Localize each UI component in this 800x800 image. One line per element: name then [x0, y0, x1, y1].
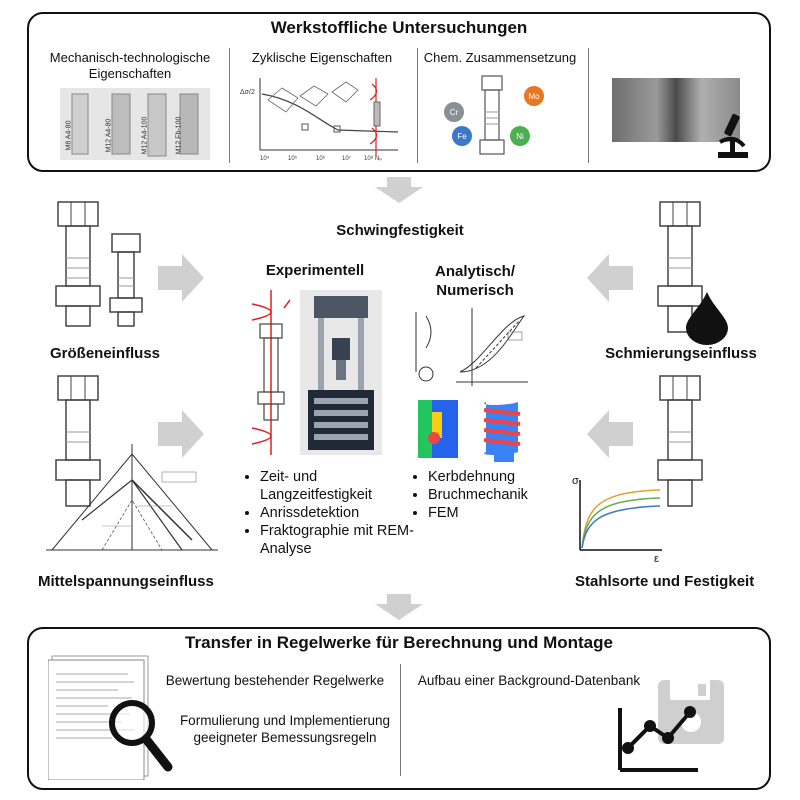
bolt-specimens-drawing — [71, 93, 199, 157]
experimental-bolt-graphic — [251, 290, 291, 455]
divider — [417, 48, 418, 163]
chemical-composition-graphic: Cr Mo Fe Ni — [444, 75, 544, 155]
left-arrow-icon — [587, 410, 633, 458]
strain-axis-label: ε — [654, 553, 659, 562]
analytical-title: Analytisch/ Numerisch — [434, 263, 516, 299]
oil-drop-icon — [686, 292, 728, 345]
size-influence-label: Größeneinfluss — [49, 345, 161, 362]
evaluate-standards-text: Bewertung bestehender Regelwerke — [165, 673, 385, 688]
list-item: Fraktographie mit REM-Analyse — [260, 522, 420, 558]
analytical-list: Kerbdehnung Bruchmechanik FEM — [410, 468, 558, 522]
list-item: Kerbdehnung — [428, 468, 558, 486]
transfer-title: Transfer in Regelwerke für Berechnung un… — [185, 633, 613, 652]
bolt-label: M8 A4-80 — [65, 120, 73, 151]
fatigue-strength-title: Schwingfestigkeit — [336, 222, 464, 239]
haigh-diagram — [46, 444, 218, 551]
micrograph-image — [612, 78, 740, 142]
cyclic-x-tick: 10⁷ — [342, 155, 351, 162]
cyclic-x-tick: 10⁴ — [260, 155, 270, 162]
cyclic-properties-label: Zyklische Eigenschaften — [251, 50, 393, 65]
stress-strain-chart: σ ε — [572, 475, 662, 562]
list-item: Bruchmechanik — [428, 486, 558, 504]
lubrication-bolt — [657, 201, 703, 333]
element-label: Mo — [528, 92, 540, 101]
testing-machine-photo — [300, 290, 382, 455]
divider — [400, 664, 401, 776]
cyclic-y-axis-label: Δσ/2 — [240, 89, 255, 96]
chemical-composition-label: Chem. Zusammensetzung — [423, 50, 577, 65]
element-label: Cr — [450, 108, 459, 117]
divider — [588, 48, 589, 163]
right-arrow-icon — [158, 254, 204, 302]
stress-axis-label: σ — [572, 475, 579, 487]
transfer-panel — [27, 627, 771, 790]
formulate-rules-text: Formulierung und Implementierung geeigne… — [179, 713, 391, 745]
cyclic-properties-chart: Δσ/2 10⁴ 10⁵ 10⁶ 10⁷ 10⁸ Nₚ — [240, 78, 399, 162]
cyclic-x-tick: 10⁵ — [288, 155, 298, 162]
bolt-label: M12 Fb-100 — [175, 116, 183, 155]
mean-stress-bolt — [55, 375, 101, 507]
element-label: Ni — [516, 132, 524, 141]
left-arrow-icon — [587, 254, 633, 302]
cyclic-x-tick: 10⁶ — [316, 155, 326, 162]
steel-grade-bolt — [657, 375, 703, 507]
bolt-label: M12 A4-80 — [105, 118, 113, 153]
list-item: Anrissdetektion — [260, 504, 420, 522]
divider — [229, 48, 230, 163]
database-chart-icon — [618, 680, 724, 772]
steel-grade-strength-label: Stahlsorte und Festigkeit — [575, 573, 755, 590]
bolt-label: M12 A4-100 — [141, 116, 149, 155]
lubrication-influence-label: Schmierungseinfluss — [605, 345, 757, 362]
material-investigations-title: Werkstoffliche Untersuchungen — [270, 18, 528, 37]
experimental-list: Zeit- und Langzeitfestigkeit Anrissdetek… — [242, 468, 420, 558]
cyclic-x-tick: 10⁸ Nₚ — [364, 155, 382, 162]
mechanical-properties-label: Mechanisch-technologische Eigenschaften — [49, 50, 211, 81]
size-influence-bolts — [55, 201, 143, 327]
element-label: Fe — [457, 132, 467, 141]
experimental-title: Experimentell — [265, 262, 365, 279]
bolt-specimens-photo: M8 A4-80 M12 A4-80 M12 A4-100 M12 Fb-100 — [60, 88, 210, 160]
fem-simulation-graphic — [418, 400, 521, 462]
down-arrow-icon — [375, 177, 423, 203]
right-arrow-icon — [158, 410, 204, 458]
microscope-icon — [718, 113, 748, 158]
list-item: Zeit- und Langzeitfestigkeit — [260, 468, 420, 504]
list-item: FEM — [428, 504, 558, 522]
mean-stress-influence-label: Mittelspannungseinfluss — [38, 573, 214, 590]
down-arrow-icon — [375, 594, 423, 620]
magnifier-icon — [109, 700, 173, 772]
notch-strain-sketch — [415, 308, 528, 386]
background-database-text: Aufbau einer Background-Datenbank — [417, 673, 641, 688]
